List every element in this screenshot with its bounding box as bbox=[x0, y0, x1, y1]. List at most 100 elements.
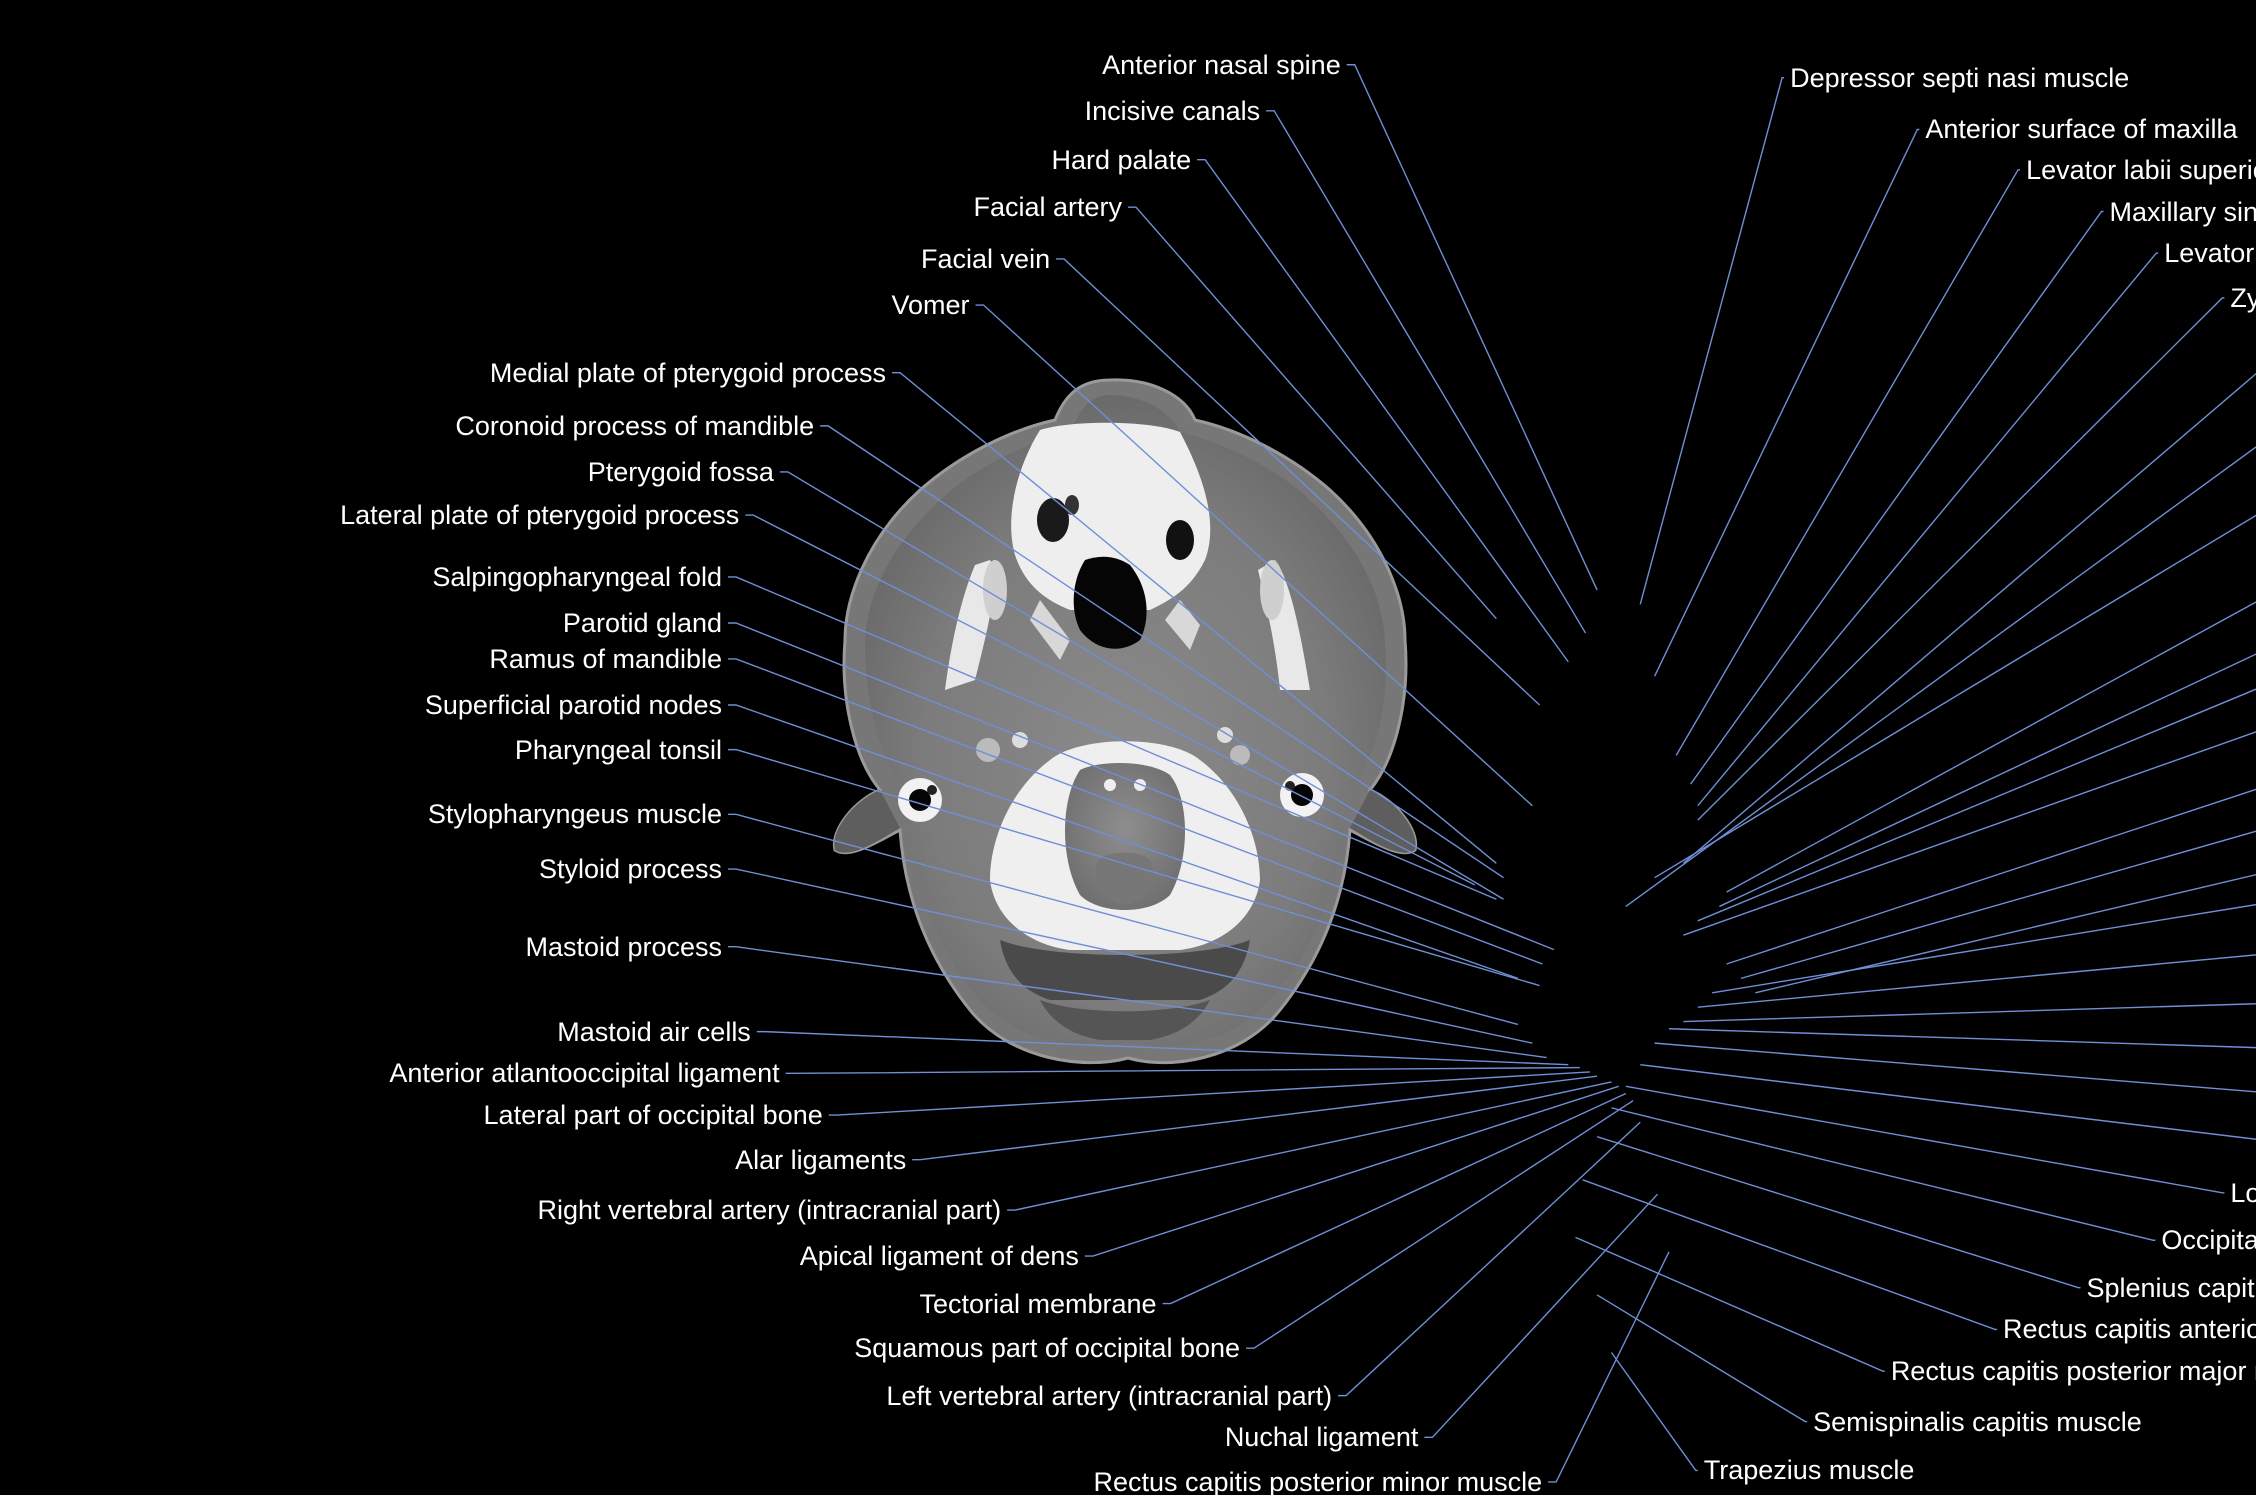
leader-line bbox=[1668, 1028, 2256, 1049]
leader-line bbox=[1683, 731, 2256, 936]
label-incisive-canals: Incisive canals bbox=[1084, 95, 1261, 126]
leader-line bbox=[892, 371, 1497, 864]
leader-line bbox=[1084, 1085, 1619, 1257]
leader-line bbox=[1197, 159, 1569, 663]
label-splenius-capitis-muscle: Splenius capitis muscle bbox=[2086, 1272, 2256, 1303]
label-left-vertebral-artery-intracranial-part: Left vertebral artery (intracranial part… bbox=[886, 1380, 1333, 1411]
label-stylopharyngeus-muscle: Stylopharyngeus muscle bbox=[427, 799, 723, 830]
label-right-vertebral-artery-intracranial-part: Right vertebral artery (intracranial par… bbox=[537, 1195, 1002, 1226]
leader-line bbox=[1697, 252, 2159, 807]
leader-line bbox=[912, 1075, 1598, 1161]
leader-line bbox=[1654, 1042, 2256, 1093]
label-apical-ligament-of-dens: Apical ligament of dens bbox=[799, 1241, 1079, 1272]
leader-line bbox=[1346, 64, 1598, 591]
leader-line bbox=[1338, 1121, 1641, 1397]
label-salpingopharyngeal-fold: Salpingopharyngeal fold bbox=[432, 561, 723, 592]
leader-line bbox=[1582, 1179, 1998, 1331]
label-anterior-nasal-spine: Anterior nasal spine bbox=[1102, 49, 1341, 80]
label-rectus-capitis-anterior-muscle: Rectus capitis anterior muscle bbox=[2003, 1314, 2256, 1345]
label-coronoid-process-of-mandible: Coronoid process of mandible bbox=[455, 410, 815, 441]
leader-line bbox=[1640, 1064, 2256, 1140]
label-styloid-process: Styloid process bbox=[538, 854, 723, 885]
label-facial-artery: Facial artery bbox=[973, 192, 1123, 223]
leader-line bbox=[1625, 1085, 2225, 1194]
leader-line bbox=[779, 471, 1504, 900]
leader-lines bbox=[728, 64, 2256, 1483]
leader-line bbox=[1653, 128, 1920, 677]
label-rectus-capitis-posterior-major-muscle: Rectus capitis posterior major muscle bbox=[1890, 1356, 2256, 1387]
label-lateral-plate-of-pterygoid-process: Lateral plate of pterygoid process bbox=[340, 500, 740, 531]
label-depressor-septi-nasi-muscle: Depressor septi nasi muscle bbox=[1790, 62, 2130, 93]
label-vomer: Vomer bbox=[891, 290, 970, 321]
leader-line bbox=[1162, 1092, 1627, 1305]
leader-line bbox=[728, 576, 1497, 900]
label-ramus-of-mandible: Ramus of mandible bbox=[489, 643, 723, 674]
leader-line bbox=[745, 514, 1476, 886]
mastoid-left bbox=[898, 778, 942, 822]
leader-line bbox=[1639, 76, 1785, 605]
leader-line bbox=[1719, 653, 2256, 908]
label-anterior-atlantooccipital-ligament: Anterior atlantooccipital ligament bbox=[389, 1058, 780, 1089]
leader-line bbox=[1056, 258, 1540, 706]
leader-line bbox=[1654, 514, 2256, 879]
leader-line bbox=[1683, 1003, 2256, 1023]
label-pharyngeal-tonsil: Pharyngeal tonsil bbox=[514, 734, 723, 765]
label-longus-capitis-muscle: Longus capitis muscle bbox=[2230, 1177, 2256, 1208]
leader-line bbox=[1726, 601, 2256, 893]
head-cross-section bbox=[832, 378, 1418, 1065]
leader-line bbox=[1682, 372, 2256, 864]
leader-line bbox=[785, 1066, 1580, 1075]
leader-line bbox=[728, 622, 1555, 951]
label-hard-palate: Hard palate bbox=[1051, 144, 1192, 175]
leader-line bbox=[975, 304, 1533, 807]
leader-line bbox=[1675, 169, 2021, 756]
leader-line bbox=[1610, 1352, 1698, 1472]
label-parotid-gland: Parotid gland bbox=[562, 608, 723, 638]
leader-line bbox=[1697, 688, 2256, 922]
label-facial-vein: Facial vein bbox=[921, 243, 1051, 274]
label-mastoid-process: Mastoid process bbox=[525, 931, 723, 962]
label-levator-anguli-oris-muscle: Levator anguli oris muscle bbox=[2164, 238, 2256, 269]
leader-line bbox=[1755, 873, 2256, 994]
leader-line bbox=[728, 658, 1543, 965]
label-zygomaticus-minor-muscle: Zygomaticus minor muscle bbox=[2230, 282, 2256, 313]
label-levator-labii-superioris-alaeque-nasi-muscle: Levator labii superioris alaeque nasi mu… bbox=[2026, 154, 2256, 185]
leader-line bbox=[728, 748, 1540, 987]
label-lateral-part-of-occipital-bone: Lateral part of occipital bone bbox=[483, 1100, 823, 1131]
label-superficial-parotid-nodes: Superficial parotid nodes bbox=[424, 690, 723, 720]
label-mastoid-air-cells: Mastoid air cells bbox=[557, 1016, 751, 1047]
label-tectorial-membrane: Tectorial membrane bbox=[919, 1288, 1157, 1319]
label-medial-plate-of-pterygoid-process: Medial plate of pterygoid process bbox=[489, 357, 887, 388]
leader-line bbox=[1007, 1081, 1612, 1211]
leader-line bbox=[1548, 1251, 1670, 1483]
leader-line bbox=[820, 425, 1504, 879]
leader-line bbox=[1596, 1294, 1808, 1423]
label-alar-ligaments: Alar ligaments bbox=[735, 1144, 907, 1175]
label-anterior-surface-of-maxilla: Anterior surface of maxilla bbox=[1925, 114, 2238, 145]
label-nuchal-ligament: Nuchal ligament bbox=[1224, 1422, 1419, 1453]
leader-line bbox=[756, 1030, 1569, 1066]
leader-line bbox=[1575, 1236, 1885, 1372]
leader-line bbox=[1246, 1100, 1634, 1349]
leader-line bbox=[1697, 297, 2225, 821]
leader-line bbox=[1424, 1193, 1659, 1439]
leader-line bbox=[1712, 903, 2256, 994]
label-semispinalis-capitis-muscle: Semispinalis capitis muscle bbox=[1813, 1406, 2142, 1437]
label-trapezius-muscle: Trapezius muscle bbox=[1703, 1455, 1915, 1486]
leader-line bbox=[1266, 110, 1587, 634]
leader-line bbox=[728, 704, 1519, 980]
leader-line bbox=[1697, 954, 2256, 1008]
leader-line bbox=[1611, 1107, 2156, 1241]
leader-line bbox=[728, 813, 1519, 1026]
leader-line bbox=[1596, 1135, 2081, 1289]
leader-line bbox=[1740, 830, 2256, 980]
label-maxillary-sinus: Maxillary sinus bbox=[2109, 196, 2256, 227]
leader-line bbox=[1690, 210, 2104, 785]
label-rectus-capitis-posterior-minor-muscle: Rectus capitis posterior minor muscle bbox=[1093, 1466, 1543, 1495]
leader-line bbox=[1726, 788, 2256, 965]
leader-line bbox=[1128, 206, 1497, 620]
leader-line bbox=[1625, 446, 2256, 908]
label-pterygoid-fossa: Pterygoid fossa bbox=[587, 456, 774, 487]
